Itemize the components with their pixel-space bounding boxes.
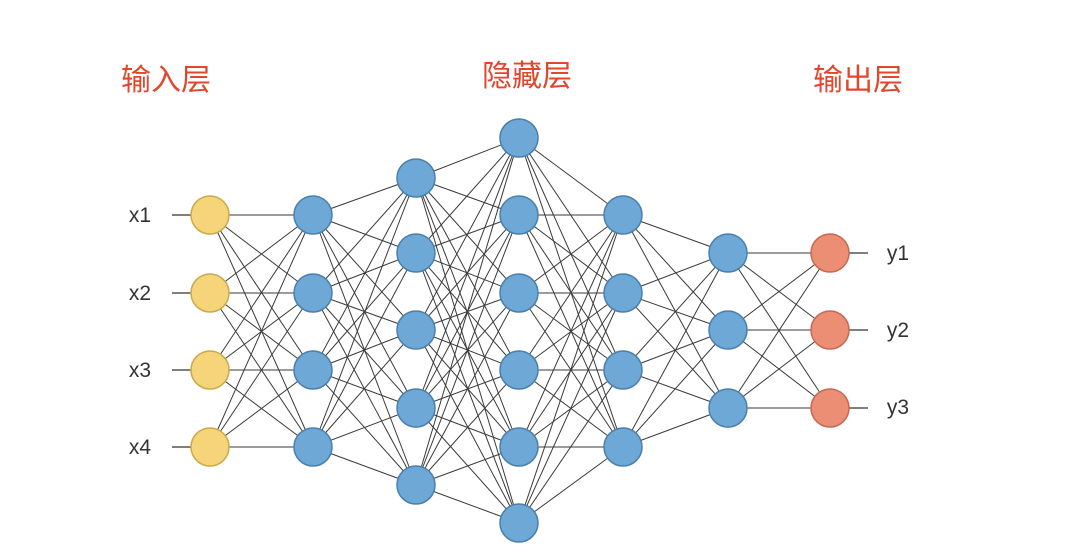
edge-l2-n0-to-n2 [415,177,520,294]
edge-l1-n3-to-n2 [312,329,417,448]
hidden-node-l3-5 [499,427,539,467]
edge-l2-n4-to-n0 [415,137,520,486]
edge-l5-n1-to-n0 [727,252,831,331]
hidden-node-l4-3 [603,350,643,390]
edge-l3-n5-to-n1 [518,292,624,524]
edge-l3-n3-to-n0 [518,214,624,371]
output-label-y3: y3 [887,396,909,419]
edge-l4-n2-to-n0 [622,252,729,371]
edge-l2-n1-to-n0 [415,137,520,254]
hidden-node-l3-4 [499,350,539,390]
input-node-l0-3 [190,350,230,390]
edge-l1-n1-to-n0 [312,177,417,294]
hidden-node-l2-4 [396,388,436,428]
output-label-y1: y1 [887,242,909,265]
edge-l0-n3-to-n1 [209,292,314,448]
hidden-node-l4-2 [603,273,643,313]
output-layer-title: 输出层 [813,63,903,98]
input-label-x1: x1 [129,204,151,227]
input-node-l0-2 [190,273,230,313]
edge-l3-n2-to-n0 [518,214,624,294]
io-stub-lines [172,214,868,448]
edge-l1-n3-to-n1 [312,252,417,448]
output-node-l6-1 [810,233,850,273]
hidden-node-l1-2 [293,273,333,313]
edge-l3-n4-to-n0 [518,214,624,448]
hidden-node-l5-2 [708,310,748,350]
edge-l2-n4-to-n1 [415,214,520,486]
output-label-y2: y2 [887,319,909,342]
hidden-node-l1-4 [293,427,333,467]
edge-l2-n4-to-n2 [415,292,520,486]
input-node-l0-4 [190,427,230,467]
edge-l1-n3-to-n0 [312,177,417,448]
edge-l1-n2-to-n0 [312,177,417,371]
hidden-node-l2-2 [396,233,436,273]
edge-l3-n5-to-n3 [518,446,624,524]
edge-l5-n2-to-n0 [727,252,831,409]
neuron-nodes [190,118,850,543]
hidden-node-l3-2 [499,195,539,235]
edge-l4-n3-to-n0 [622,252,729,448]
edge-l3-n5-to-n0 [518,214,624,524]
edge-l0-n1-to-n0 [209,214,314,294]
input-label-x3: x3 [129,359,151,382]
edge-l3-n5-to-n2 [518,369,624,524]
hidden-layer-title: 隐藏层 [482,59,572,94]
hidden-node-l5-3 [708,388,748,428]
input-layer-title: 输入层 [121,63,211,98]
hidden-node-l2-3 [396,310,436,350]
edge-l0-n3-to-n2 [209,369,314,448]
hidden-node-l3-6 [499,503,539,543]
edge-l0-n2-to-n0 [209,214,314,371]
edge-l2-n4-to-n3 [415,369,520,486]
input-node-l0-1 [190,195,230,235]
edge-l4-n3-to-n1 [622,329,729,448]
edge-l5-n2-to-n1 [727,329,831,409]
output-node-l6-3 [810,388,850,428]
hidden-node-l1-3 [293,350,333,390]
hidden-node-l2-1 [396,158,436,198]
input-label-x2: x2 [129,282,151,305]
edge-l0-n3-to-n0 [209,214,314,448]
edge-l2-n3-to-n0 [415,137,520,409]
hidden-node-l4-4 [603,427,643,467]
hidden-node-l1-1 [293,195,333,235]
hidden-node-l3-1 [499,118,539,158]
edge-l3-n0-to-n0 [518,137,624,216]
hidden-node-l3-3 [499,273,539,313]
hidden-node-l4-1 [603,195,643,235]
input-label-x4: x4 [129,436,152,459]
output-node-l6-2 [810,310,850,350]
edge-l2-n2-to-n0 [415,137,520,331]
hidden-node-l2-5 [396,465,436,505]
hidden-node-l5-1 [708,233,748,273]
